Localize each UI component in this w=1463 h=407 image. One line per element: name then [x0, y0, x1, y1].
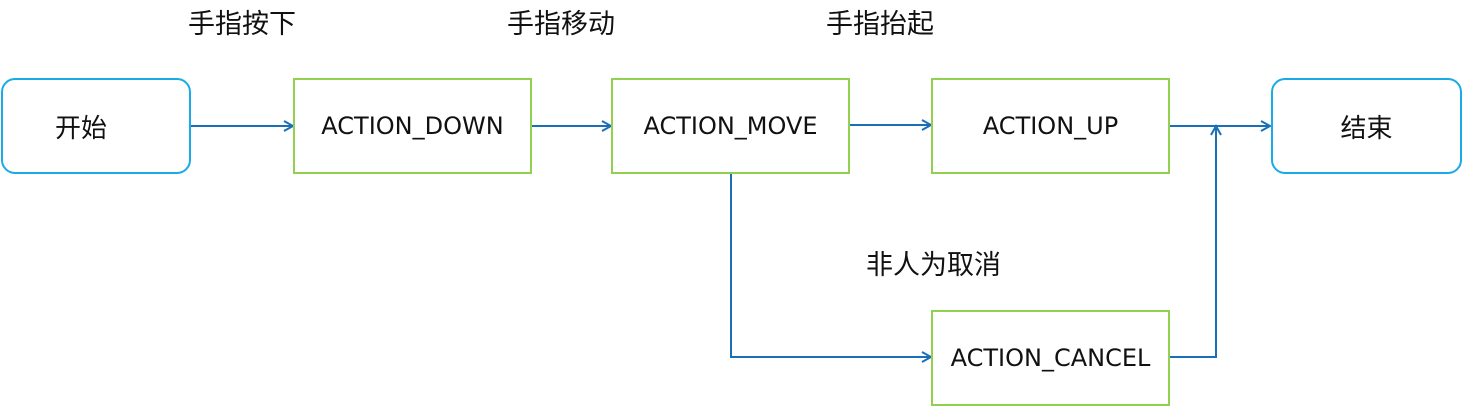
action-up-node: ACTION_UP [931, 78, 1170, 174]
start-node-label: 开始 [54, 113, 107, 144]
caption-cancel: 非人为取消 [866, 250, 1001, 281]
caption-move: 手指移动 [507, 9, 615, 40]
action-down-node: ACTION_DOWN [293, 78, 532, 174]
end-node: 结束 [1271, 78, 1462, 174]
start-node: 开始 [1, 78, 191, 174]
action-cancel-node: ACTION_CANCEL [931, 310, 1170, 406]
edge-cancel-to-end [1168, 126, 1216, 358]
caption-press: 手指按下 [188, 9, 296, 40]
action-cancel-label: ACTION_CANCEL [950, 344, 1151, 372]
action-move-label: ACTION_MOVE [643, 112, 818, 140]
action-down-label: ACTION_DOWN [321, 112, 504, 140]
action-move-node: ACTION_MOVE [611, 78, 850, 174]
edge-move-to-cancel [730, 173, 931, 357]
action-up-label: ACTION_UP [982, 112, 1119, 140]
end-node-label: 结束 [1340, 113, 1393, 144]
caption-lift: 手指抬起 [826, 9, 934, 40]
